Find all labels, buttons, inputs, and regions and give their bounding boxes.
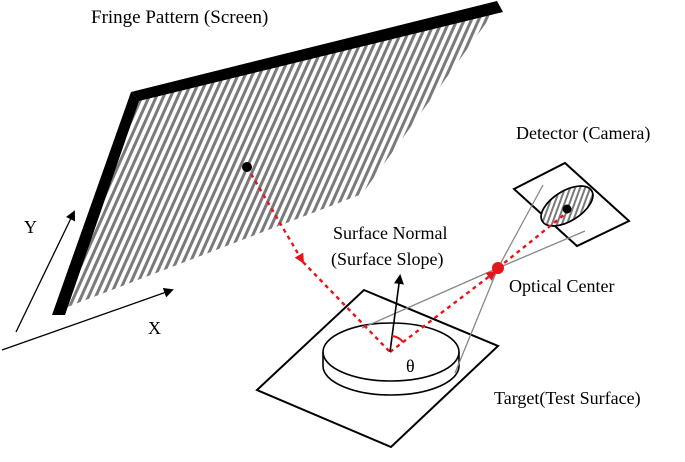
y-axis [15,210,76,333]
ray-mid-to-surface [302,261,391,353]
screen-left-edge [52,92,139,315]
cone-line-1 [361,267,499,329]
screen-point [242,162,252,172]
ray-surface-to-center [389,270,497,353]
angle-arc [391,335,404,343]
axes [1,210,174,351]
label-angle: θ [406,356,415,376]
target-surface [255,288,500,449]
surface-normal-arrow [389,274,404,353]
label-surface-normal-1: Surface Normal [333,223,447,243]
target-plate [255,288,500,449]
label-surface-normal-2: (Surface Slope) [331,249,443,270]
label-axis-y: Y [24,217,37,237]
detector-camera [512,161,631,248]
cone-line-2 [497,184,544,269]
label-fringe-pattern: Fringe Pattern (Screen) [91,7,268,28]
ray-screen-to-mid [245,166,305,264]
view-cone [361,184,586,374]
detector-point [562,204,572,214]
light-rays [245,166,571,353]
optical-center-point [492,262,504,274]
x-axis [1,287,174,351]
label-optical-center: Optical Center [509,276,614,296]
screen-top-edge [131,1,503,101]
cone-line-3 [497,230,586,269]
label-axis-x: X [148,318,161,338]
label-detector: Detector (Camera) [516,123,650,144]
label-target: Target(Test Surface) [494,388,641,409]
cone-line-4 [454,267,499,374]
